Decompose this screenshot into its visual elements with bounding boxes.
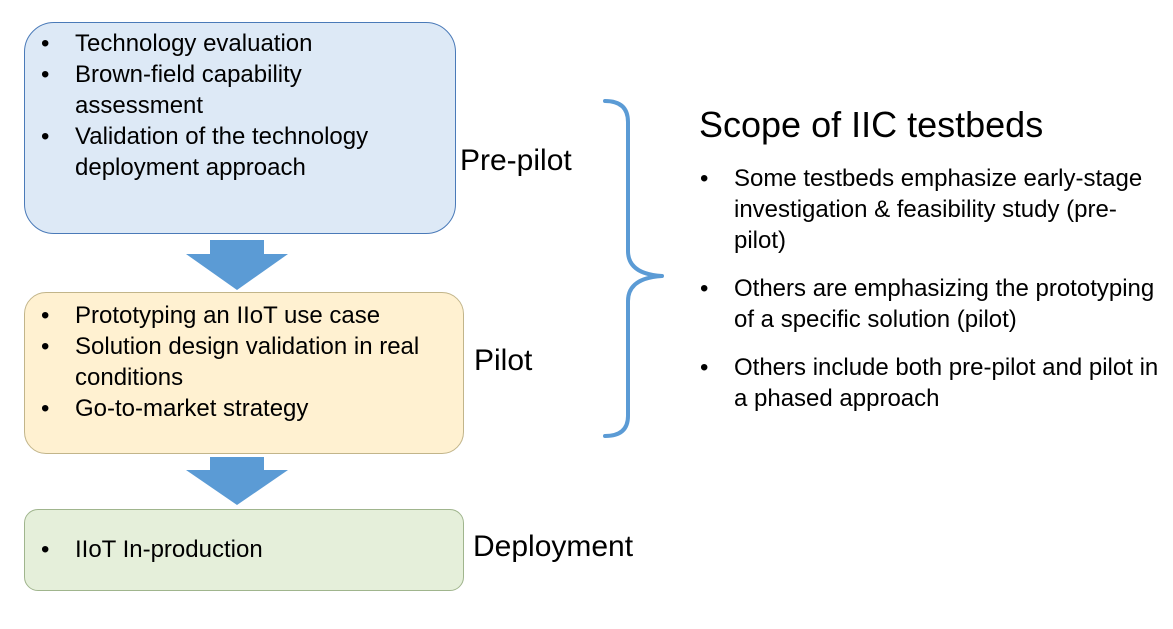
deployment-list: IIoT In-production [25, 534, 455, 565]
pilot-label: Pilot [474, 344, 533, 377]
deployment-item: IIoT In-production [25, 534, 455, 565]
scope-title: Scope of IIC testbeds [699, 104, 1044, 145]
scope-item: Others include both pre-pilot and pilot … [699, 352, 1159, 414]
pilot-item: Go-to-market strategy [25, 393, 455, 424]
pilot-item: Solution design validation in real condi… [25, 331, 455, 393]
prepilot-item: Validation of the technology deployment … [25, 121, 447, 183]
scope-item: Others are emphasizing the prototyping o… [699, 273, 1159, 335]
prepilot-item: Technology evaluation [25, 28, 447, 59]
deployment-box: IIoT In-production [24, 509, 464, 591]
right-curly-brace-icon [603, 99, 664, 438]
prepilot-item: Brown-field capability assessment [25, 59, 345, 121]
prepilot-label: Pre-pilot [460, 144, 572, 177]
pilot-box: Prototyping an IIoT use case Solution de… [24, 292, 464, 454]
prepilot-box: Technology evaluation Brown-field capabi… [24, 22, 456, 234]
down-arrow-icon [186, 240, 288, 290]
prepilot-list: Technology evaluation Brown-field capabi… [25, 28, 447, 183]
down-arrow-icon [186, 457, 288, 505]
scope-list: Some testbeds emphasize early-stage inve… [699, 163, 1159, 431]
pilot-item: Prototyping an IIoT use case [25, 300, 455, 331]
pilot-list: Prototyping an IIoT use case Solution de… [25, 300, 455, 424]
scope-item: Some testbeds emphasize early-stage inve… [699, 163, 1159, 256]
deployment-label: Deployment [473, 530, 634, 563]
